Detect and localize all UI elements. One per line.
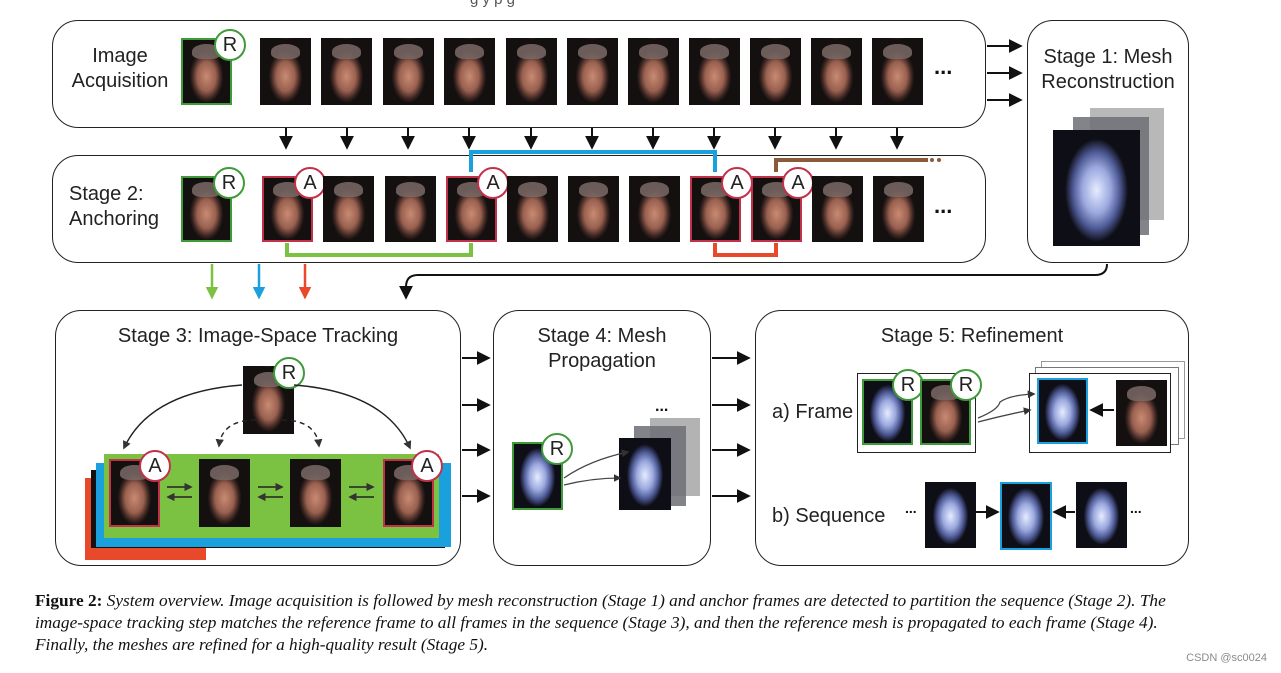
frame-thumbnail bbox=[260, 38, 311, 105]
frame-thumbnail bbox=[629, 176, 680, 242]
partition-bracket-brown-dot bbox=[930, 158, 934, 162]
reconstructed-mesh-thumbnail bbox=[1053, 130, 1140, 246]
ellipsis-sequence-left: ... bbox=[905, 500, 917, 516]
partition-bracket-brown bbox=[774, 158, 928, 172]
anchor-frame-thumbnail bbox=[262, 176, 313, 242]
partition-bracket-blue bbox=[469, 150, 717, 172]
anchor-badge: A bbox=[294, 167, 326, 199]
anchor-badge: A bbox=[721, 167, 753, 199]
ellipsis-acquisition: ... bbox=[934, 54, 953, 79]
frame-thumbnail bbox=[873, 176, 924, 242]
partition-bracket-green bbox=[285, 243, 473, 257]
anchor-badge: A bbox=[477, 167, 509, 199]
frame-thumbnail bbox=[506, 38, 557, 105]
next-mesh-thumbnail bbox=[1076, 482, 1127, 548]
stage2-label: Stage 2: Anchoring bbox=[69, 183, 160, 230]
stage4-to-stage5-arrows bbox=[712, 351, 751, 503]
reference-badge: R bbox=[213, 167, 245, 199]
frame-thumbnail bbox=[568, 176, 619, 242]
frame-thumbnail bbox=[750, 38, 801, 105]
frame-thumbnail bbox=[383, 38, 434, 105]
reference-to-anchor-arrows bbox=[123, 384, 412, 450]
frame-refinement-label: a) Frame bbox=[772, 401, 854, 423]
anchor-badge: A bbox=[139, 450, 171, 482]
partition-bracket-brown-dot bbox=[937, 158, 941, 162]
pairwise-tracking-arrows bbox=[166, 482, 375, 502]
cropped-top-text: g y p g bbox=[470, 0, 515, 8]
refined-mesh-thumbnail bbox=[1037, 378, 1088, 444]
ellipsis-anchoring: ... bbox=[934, 193, 953, 218]
frame-thumbnail bbox=[872, 38, 923, 105]
ellipsis-mesh-stack: ... bbox=[655, 398, 669, 415]
frame-thumbnail bbox=[290, 459, 341, 527]
frame-thumbnail bbox=[811, 38, 862, 105]
mesh-propagation-arrows bbox=[563, 449, 630, 486]
target-frame-thumbnail bbox=[1116, 380, 1167, 446]
acquisition-label: Image Acquisition bbox=[71, 45, 169, 92]
anchor-badge: A bbox=[782, 167, 814, 199]
anchor-badge: A bbox=[411, 450, 443, 482]
reference-badge: R bbox=[541, 433, 573, 465]
partition-bracket-orange bbox=[713, 243, 778, 257]
reference-frame-thumbnail bbox=[181, 176, 232, 242]
stage1-to-stage3-arrow bbox=[399, 263, 1108, 300]
ellipsis-sequence-right: ... bbox=[1130, 500, 1142, 516]
reference-to-frame-dashed-arrows bbox=[215, 419, 323, 448]
frame-thumbnail bbox=[444, 38, 495, 105]
acquisition-to-stage1-arrows bbox=[987, 39, 1023, 107]
figure-caption: Figure 2: System overview. Image acquisi… bbox=[35, 590, 1215, 656]
frame-thumbnail bbox=[689, 38, 740, 105]
reference-mesh-thumbnail bbox=[512, 442, 563, 510]
reference-badge: R bbox=[214, 29, 246, 61]
reference-badge: R bbox=[273, 357, 305, 389]
frame-thumbnail bbox=[321, 38, 372, 105]
frame-thumbnail bbox=[507, 176, 558, 242]
stage1-label: Stage 1: Mesh Reconstruction bbox=[1041, 46, 1175, 93]
reference-badge: R bbox=[892, 369, 924, 401]
frame-refinement-arrows bbox=[977, 390, 1114, 423]
caption-label: Figure 2: bbox=[35, 591, 103, 610]
frame-thumbnail bbox=[323, 176, 374, 242]
reference-badge: R bbox=[950, 369, 982, 401]
anchor-frame-thumbnail bbox=[109, 459, 160, 527]
acquisition-to-stage2-arrows bbox=[279, 128, 904, 150]
previous-mesh-thumbnail bbox=[925, 482, 976, 548]
frame-thumbnail bbox=[628, 38, 679, 105]
caption-text: System overview. Image acquisition is fo… bbox=[35, 591, 1166, 654]
sequence-refinement-label: b) Sequence bbox=[772, 505, 886, 527]
frame-thumbnail bbox=[199, 459, 250, 527]
frame-thumbnail bbox=[812, 176, 863, 242]
frame-thumbnail bbox=[385, 176, 436, 242]
current-mesh-thumbnail bbox=[1000, 482, 1052, 550]
stage3-label: Stage 3: Image-Space Tracking bbox=[117, 325, 399, 347]
watermark: CSDN @sc0024 bbox=[1186, 652, 1267, 664]
stage3-to-stage4-arrows bbox=[462, 351, 491, 503]
stage4-label: Stage 4: Mesh Propagation bbox=[537, 325, 667, 372]
frame-thumbnail bbox=[567, 38, 618, 105]
stage5-label: Stage 5: Refinement bbox=[880, 325, 1064, 347]
